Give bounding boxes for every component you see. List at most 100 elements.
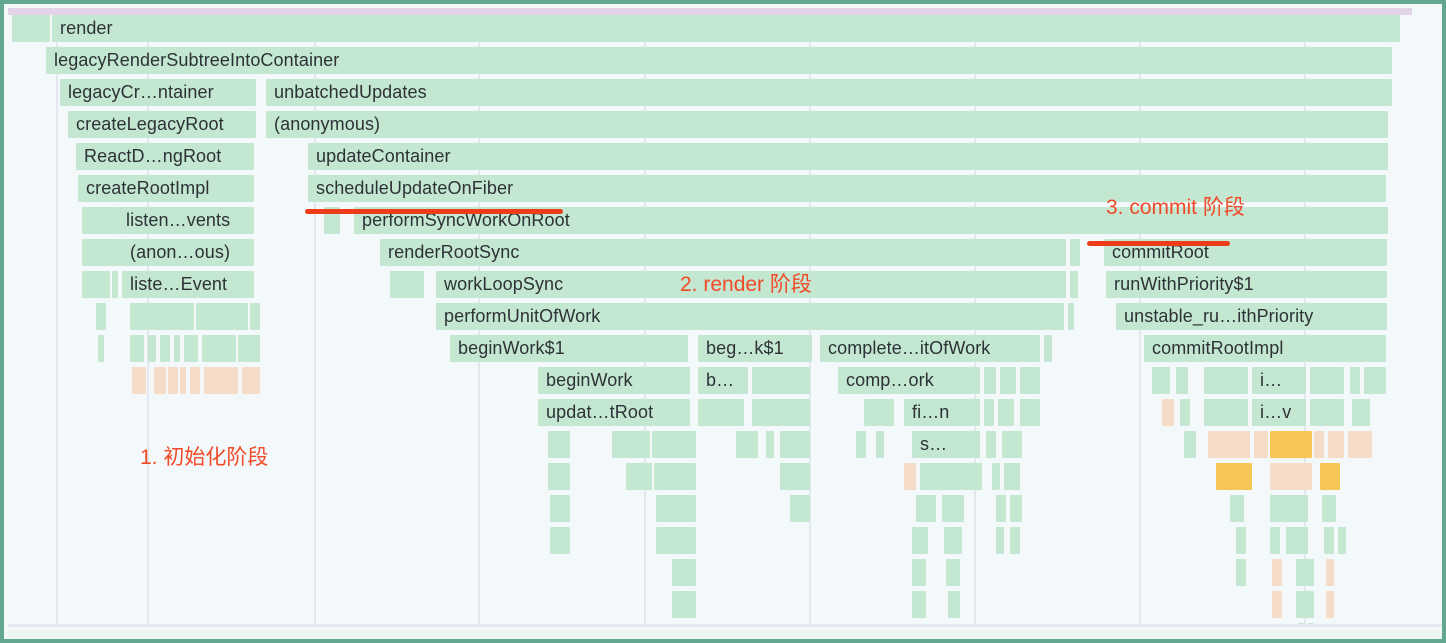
- flame-bar-commitrootimpl[interactable]: commitRootImpl: [1144, 335, 1386, 362]
- flame-bar[interactable]: [130, 303, 194, 330]
- flame-bar[interactable]: [1322, 495, 1336, 522]
- flame-bar[interactable]: [654, 463, 696, 490]
- flame-bar-scheduleupdateonfiber[interactable]: scheduleUpdateOnFiber: [308, 175, 1386, 202]
- flame-bar[interactable]: [944, 527, 962, 554]
- flame-bar[interactable]: [1308, 623, 1314, 624]
- flame-bar-updat-troot[interactable]: updat…tRoot: [538, 399, 690, 426]
- flame-bar-b-[interactable]: b…: [698, 367, 748, 394]
- flame-bar[interactable]: [196, 303, 248, 330]
- flame-bar[interactable]: [1020, 399, 1040, 426]
- flame-bar-beg-k-1[interactable]: beg…k$1: [698, 335, 812, 362]
- flame-bar[interactable]: [130, 335, 144, 362]
- flame-bar-complete-itofwork[interactable]: complete…itOfWork: [820, 335, 1040, 362]
- flame-bar-legacycr-ntainer[interactable]: legacyCr…ntainer: [60, 79, 256, 106]
- flame-bar-comp-ork[interactable]: comp…ork: [838, 367, 980, 394]
- flame-bar[interactable]: [656, 527, 696, 554]
- flame-bar[interactable]: [1352, 399, 1370, 426]
- flame-bar[interactable]: [548, 431, 570, 458]
- flame-bar[interactable]: [1272, 559, 1282, 586]
- flame-bar[interactable]: [168, 367, 178, 394]
- flame-bar-fi-n[interactable]: fi…n: [904, 399, 980, 426]
- flame-bar[interactable]: [82, 239, 122, 266]
- flame-bar[interactable]: [1326, 591, 1334, 618]
- flame-bar[interactable]: [1272, 591, 1282, 618]
- flame-bar[interactable]: [912, 527, 928, 554]
- flame-bar[interactable]: [1296, 591, 1314, 618]
- flame-bar[interactable]: [1310, 399, 1344, 426]
- flame-bar[interactable]: [1184, 431, 1196, 458]
- flame-bar[interactable]: [984, 367, 996, 394]
- flame-bar[interactable]: [780, 431, 810, 458]
- flame-bar[interactable]: [912, 591, 926, 618]
- flame-bar[interactable]: [856, 431, 866, 458]
- flame-bar[interactable]: [656, 495, 696, 522]
- flame-bar[interactable]: [672, 591, 696, 618]
- flame-bar[interactable]: [984, 399, 994, 426]
- flame-bar[interactable]: [876, 431, 884, 458]
- flame-bar[interactable]: [550, 527, 570, 554]
- flame-bar-performsyncworkonroot[interactable]: performSyncWorkOnRoot: [354, 207, 1388, 234]
- flame-bar[interactable]: [148, 335, 156, 362]
- flame-bar[interactable]: [390, 271, 424, 298]
- flame-bar[interactable]: [1286, 527, 1308, 554]
- flame-bar[interactable]: [1254, 431, 1268, 458]
- flame-bar[interactable]: [948, 591, 960, 618]
- flame-bar[interactable]: [1270, 463, 1312, 490]
- flame-bar[interactable]: [912, 559, 926, 586]
- flame-bar[interactable]: [1270, 527, 1280, 554]
- flame-bar[interactable]: [204, 367, 238, 394]
- flame-bar[interactable]: [652, 431, 696, 458]
- flame-bar[interactable]: [1348, 431, 1372, 458]
- flame-bar[interactable]: [942, 495, 964, 522]
- flame-bar-reactd-ngroot[interactable]: ReactD…ngRoot: [76, 143, 254, 170]
- flame-bar[interactable]: [132, 367, 146, 394]
- flame-bar-i-v[interactable]: i…v: [1252, 399, 1306, 426]
- flame-bar[interactable]: [1216, 463, 1252, 490]
- flame-bar-updatecontainer[interactable]: updateContainer: [308, 143, 1388, 170]
- flame-bar[interactable]: [1364, 367, 1386, 394]
- flame-bar-workloopsync[interactable]: workLoopSync: [436, 271, 1066, 298]
- flame-bar[interactable]: [1162, 399, 1174, 426]
- flame-bar[interactable]: [996, 527, 1004, 554]
- flame-bar[interactable]: [112, 271, 118, 298]
- flame-bar[interactable]: [250, 303, 260, 330]
- flame-bar--anon-ous-[interactable]: (anon…ous): [122, 239, 254, 266]
- flame-bar-commitroot[interactable]: commitRoot: [1104, 239, 1387, 266]
- flame-bar[interactable]: [98, 335, 104, 362]
- flame-bar[interactable]: [752, 367, 810, 394]
- flame-bar[interactable]: [174, 335, 180, 362]
- flame-bar-listen-vents[interactable]: listen…vents: [118, 207, 254, 234]
- flame-bar[interactable]: [550, 495, 570, 522]
- flame-bar[interactable]: [1010, 495, 1022, 522]
- flame-bar[interactable]: [238, 335, 260, 362]
- flame-bar[interactable]: [82, 271, 110, 298]
- flame-bar[interactable]: [612, 431, 650, 458]
- flame-bar-s-[interactable]: s…: [912, 431, 980, 458]
- flame-bar[interactable]: [1204, 399, 1248, 426]
- flame-bar-runwithpriority-1[interactable]: runWithPriority$1: [1106, 271, 1387, 298]
- flame-bar[interactable]: [998, 399, 1014, 426]
- flame-bar--anonymous-[interactable]: (anonymous): [266, 111, 1388, 138]
- flame-bar-i-[interactable]: i…: [1252, 367, 1306, 394]
- flame-bar-legacyrendersubtreeintocontainer[interactable]: legacyRenderSubtreeIntoContainer: [46, 47, 1392, 74]
- flame-bar[interactable]: [1204, 367, 1248, 394]
- flame-bar[interactable]: [242, 367, 260, 394]
- flame-bar[interactable]: [698, 399, 744, 426]
- flame-bar[interactable]: [1236, 527, 1246, 554]
- flame-bar-createlegacyroot[interactable]: createLegacyRoot: [68, 111, 256, 138]
- flame-bar-liste-event[interactable]: liste…Event: [122, 271, 254, 298]
- flame-bar[interactable]: [1004, 463, 1020, 490]
- flame-bar-beginwork-1[interactable]: beginWork$1: [450, 335, 688, 362]
- flame-bar[interactable]: [96, 303, 106, 330]
- flame-bar-createrootimpl[interactable]: createRootImpl: [78, 175, 254, 202]
- flame-bar[interactable]: [1208, 431, 1250, 458]
- flame-bar[interactable]: [1000, 367, 1016, 394]
- flame-bar[interactable]: [996, 495, 1006, 522]
- flame-bar[interactable]: [780, 463, 810, 490]
- flame-bar[interactable]: [790, 495, 810, 522]
- flame-bar[interactable]: [82, 207, 118, 234]
- flame-bar[interactable]: [1010, 527, 1020, 554]
- flame-bar[interactable]: [864, 399, 894, 426]
- flame-bar[interactable]: [12, 15, 50, 42]
